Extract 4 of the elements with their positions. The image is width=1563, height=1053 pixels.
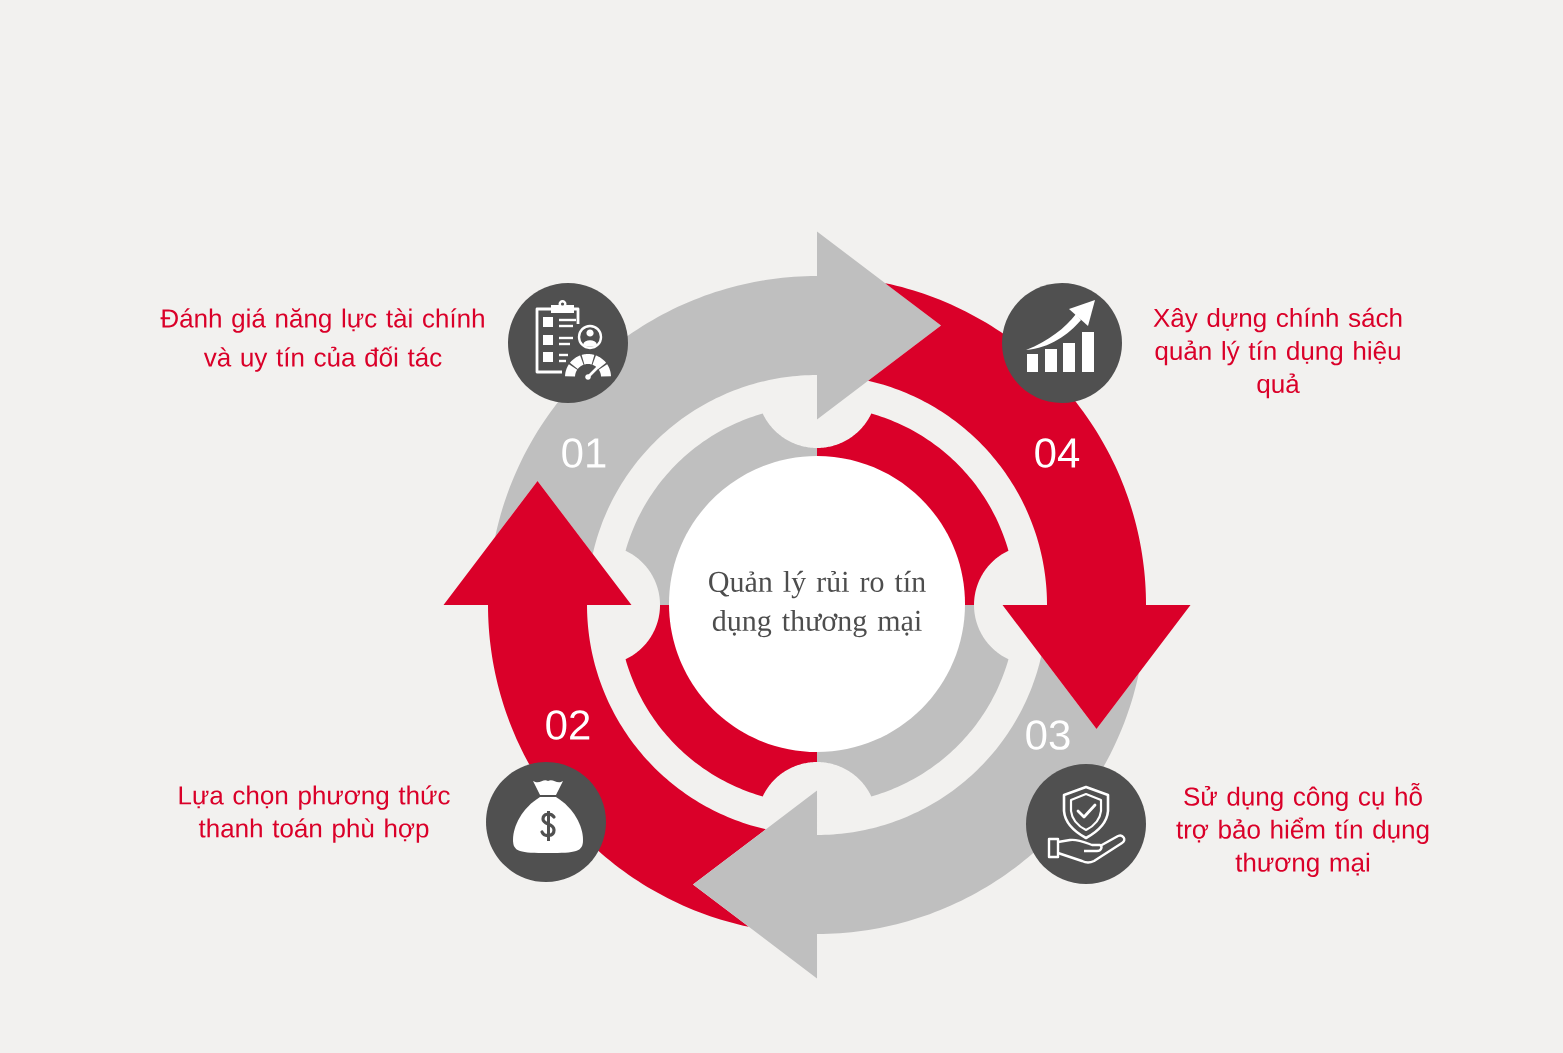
cycle-segment: 01 <box>495 231 941 554</box>
cycle-segment: 03 <box>693 656 1139 979</box>
step-description: Đánh giá năng lực tài chính và uy tín của đối tác <box>160 308 484 372</box>
step-description: Sử dụng công cụ hỗ trợ bảo hiểm tín dụng thương mại <box>1176 783 1429 877</box>
